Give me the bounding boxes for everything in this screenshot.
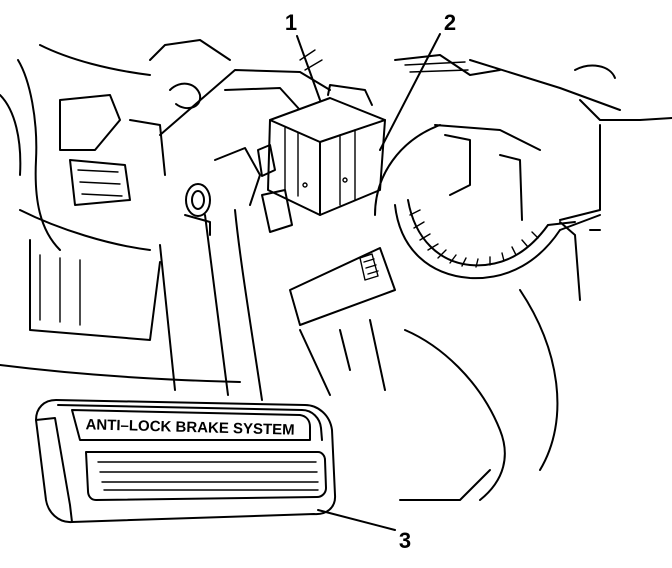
leader-lines bbox=[296, 33, 441, 531]
pedal-label: ANTI–LOCK BRAKE SYSTEM bbox=[85, 416, 295, 438]
callout-2: 2 bbox=[444, 10, 456, 35]
brake-switch-module bbox=[257, 84, 386, 233]
bulkhead-bracket bbox=[159, 49, 331, 236]
callout-3: 3 bbox=[399, 528, 411, 553]
pedal-arm bbox=[159, 209, 263, 401]
floor-panel bbox=[289, 221, 601, 501]
callout-1: 1 bbox=[285, 10, 297, 35]
upper-right-structure bbox=[394, 54, 672, 221]
pedal-bracket-arc bbox=[374, 124, 601, 280]
left-dash-structure bbox=[0, 39, 241, 383]
brake-pedal-pad: ANTI–LOCK BRAKE SYSTEM bbox=[35, 399, 337, 524]
